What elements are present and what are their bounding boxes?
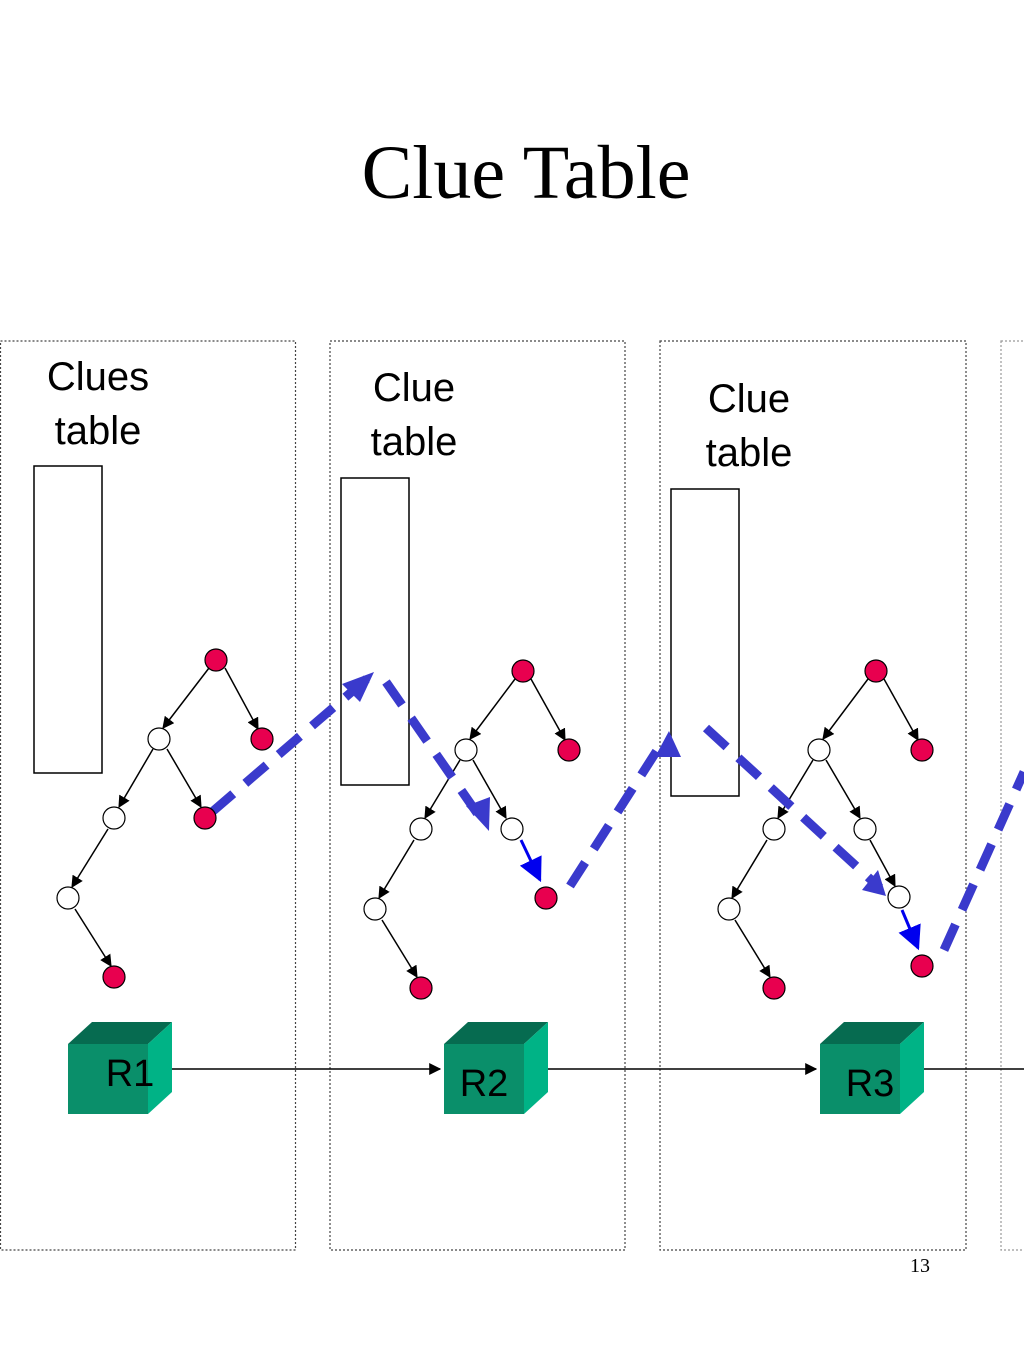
clue-table-box-2: [340, 477, 410, 786]
router-r3-icon: [820, 1022, 924, 1114]
router-panel-1: [0, 340, 297, 1251]
tree-3-node: [717, 897, 741, 921]
tree-1-match-node: [193, 806, 217, 830]
router-panel-3: [659, 340, 967, 1251]
tree-2-node: [454, 738, 478, 762]
tree-3-node: [853, 817, 877, 841]
tree-1-leaf-node: [250, 727, 274, 751]
panel-2-label-line1: Clue: [373, 366, 455, 410]
router-r3-label: R3: [846, 1063, 895, 1105]
panel-2-label-line2: table: [371, 420, 458, 464]
tree-1-node: [147, 727, 171, 751]
slide-title: Clue Table: [361, 131, 691, 215]
page-number: 13: [910, 1255, 930, 1277]
search-path-arrowheads: [342, 672, 886, 896]
tree-3-root-node: [864, 659, 888, 683]
tree-3-edges: [731, 678, 919, 979]
tree-2-match-node: [534, 886, 558, 910]
tree-1-leaf-node: [102, 965, 126, 989]
router-r2-label: R2: [460, 1063, 509, 1105]
tree-3-leaf-node: [910, 738, 934, 762]
tree-2-node: [500, 817, 524, 841]
tree-1-node: [56, 886, 80, 910]
panel-3-label-line1: Clue: [708, 377, 790, 421]
clue-table-box-3: [670, 488, 740, 797]
tree-2-node: [409, 817, 433, 841]
panel-3-label-line2: table: [706, 431, 793, 475]
panel-1-label-line2: table: [55, 409, 142, 453]
tree-3-node: [807, 738, 831, 762]
tree-2-edges: [378, 678, 566, 979]
tree-2-leaf-node: [557, 738, 581, 762]
tree-3-leaf-node: [762, 976, 786, 1000]
tree-3-node: [762, 817, 786, 841]
tree-2-leaf-node: [409, 976, 433, 1000]
tree-2-node: [363, 897, 387, 921]
router-r2-icon: [444, 1022, 548, 1114]
final-step-arrows: [519, 839, 921, 951]
tree-1-edges: [71, 667, 259, 968]
tree-1-root-node: [204, 648, 228, 672]
router-r1-icon: [68, 1022, 172, 1114]
tree-3-node: [887, 885, 911, 909]
tree-3-match-node: [910, 954, 934, 978]
panel-1-label-line1: Clues: [47, 355, 149, 399]
clue-table-box-1: [33, 465, 103, 774]
router-r1-label: R1: [106, 1053, 155, 1095]
search-path: [209, 672, 1024, 952]
tree-1-node: [102, 806, 126, 830]
router-panel-4-partial: [1000, 340, 1024, 1251]
tree-2-root-node: [511, 659, 535, 683]
